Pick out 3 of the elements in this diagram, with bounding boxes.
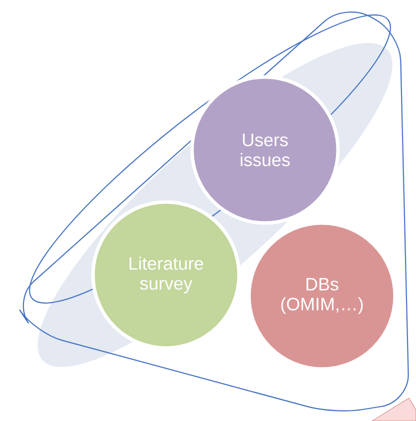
circle-node: DBs (OMIM,…) [247,221,397,371]
circle-node: Users issues [190,75,340,225]
circle-node: Literature survey [91,200,241,350]
